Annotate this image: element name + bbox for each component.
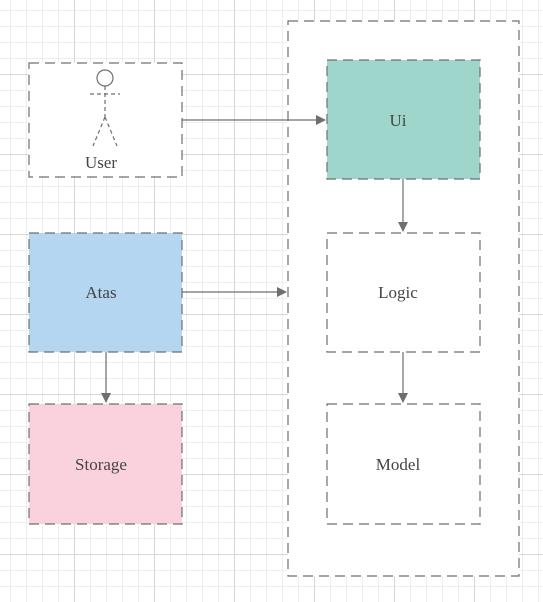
logic-label: Logic — [378, 283, 418, 302]
logic-box — [326, 232, 481, 353]
user-node: User — [28, 62, 183, 178]
model-node: Model — [326, 403, 481, 525]
storage-node: Storage — [28, 403, 183, 525]
model-label: Model — [376, 455, 421, 474]
atas-box — [28, 232, 183, 353]
model-box — [326, 403, 481, 525]
atas-label: Atas — [85, 283, 116, 302]
edges — [101, 115, 408, 403]
storage-box — [28, 403, 183, 525]
storage-label: Storage — [75, 455, 127, 474]
ui-label: Ui — [390, 111, 407, 130]
atas-node: Atas — [28, 232, 183, 353]
user-label: User — [85, 153, 117, 172]
logic-node: Logic — [326, 232, 481, 353]
ui-box — [326, 59, 481, 180]
user-actor-icon — [90, 69, 120, 147]
ui-node: Ui — [326, 59, 481, 180]
